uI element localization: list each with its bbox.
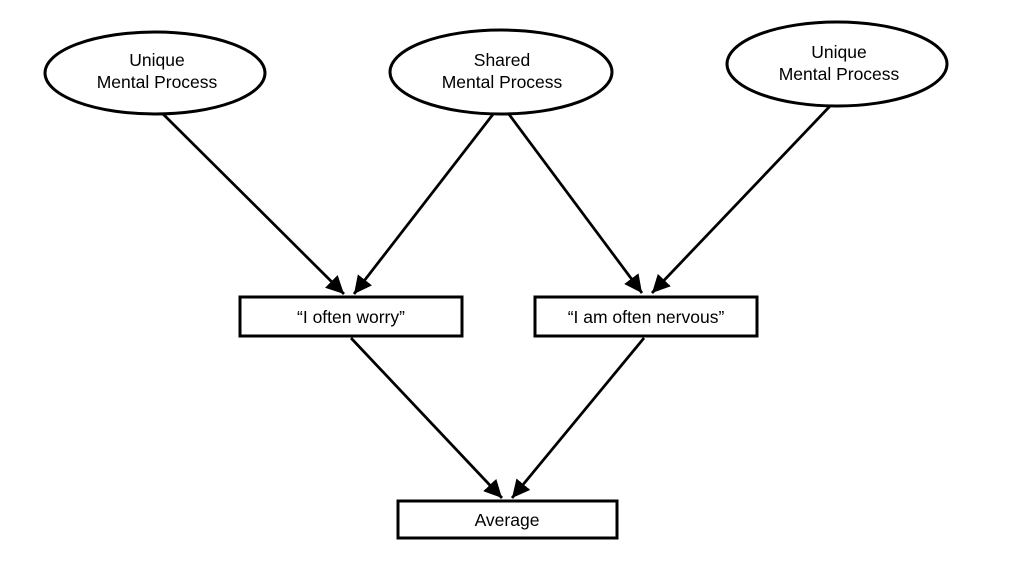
node-label-line2: Mental Process [442,72,563,92]
arrow-shared-to-worry [352,112,496,295]
node-label-line2: Mental Process [779,64,900,84]
rect-shape [238,295,464,338]
arrow-unique-right-to-nervous [651,103,833,294]
node-label-line1: Unique [129,50,184,70]
node-label-line2: Mental Process [97,72,218,92]
ellipse-shape [388,28,614,116]
rect-shape [533,295,759,338]
ellipse-shape [725,20,949,108]
edges [160,103,833,499]
ellipse-shape [43,30,267,116]
node-label: “I often worry” [297,307,405,327]
node-unique-mental-process-right: Unique Mental Process [725,20,949,108]
node-label: “I am often nervous” [568,307,725,327]
node-unique-mental-process-left: Unique Mental Process [43,30,267,116]
arrow-shared-to-nervous [506,112,644,294]
arrow-worry-to-average [350,337,503,499]
node-average: Average [396,499,619,540]
arrow-nervous-to-average [510,337,646,499]
node-label: Average [475,510,540,530]
node-shared-mental-process: Shared Mental Process [388,28,614,116]
node-label-line1: Unique [811,42,866,62]
rect-shape [396,499,619,540]
node-item-worry: “I often worry” [238,295,464,338]
node-item-nervous: “I am often nervous” [533,295,759,338]
arrow-unique-left-to-worry [160,111,345,295]
node-label-line1: Shared [474,50,530,70]
